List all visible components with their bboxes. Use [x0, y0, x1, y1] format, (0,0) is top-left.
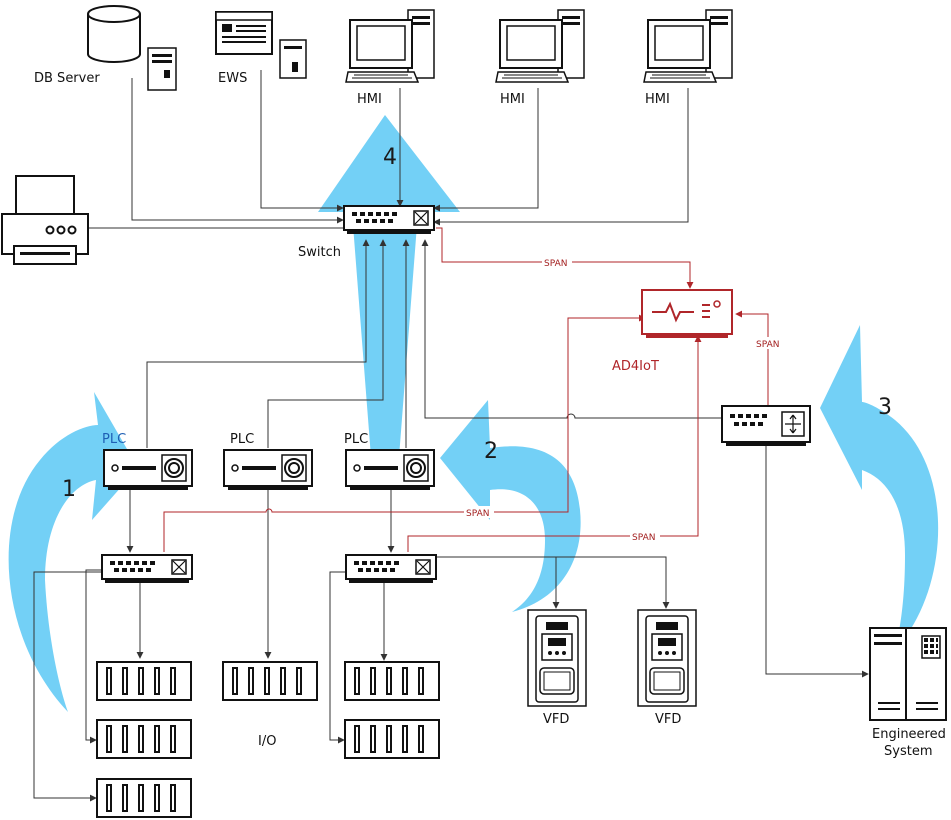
db-server-icon[interactable]	[87, 5, 177, 91]
io-rack-2[interactable]	[222, 661, 318, 701]
plc-2-label: PLC	[230, 432, 254, 447]
vfd-2-label: VFD	[655, 712, 681, 727]
plc-1-icon[interactable]	[103, 449, 193, 491]
io-label: I/O	[258, 734, 276, 749]
ad4iot-label: AD4IoT	[612, 359, 659, 374]
field-switch-2-icon[interactable]	[345, 554, 437, 584]
span-label-mid: SPAN	[466, 509, 489, 519]
span-label-top: SPAN	[544, 259, 567, 269]
io-rack-3b[interactable]	[344, 719, 440, 759]
plc-2-icon[interactable]	[223, 449, 313, 491]
flow-number-3: 3	[878, 395, 892, 420]
flow-arrow-4	[318, 115, 460, 470]
hmi-2-label: HMI	[500, 92, 525, 107]
ad4iot-sensor-icon[interactable]	[641, 289, 733, 338]
main-switch-icon[interactable]	[343, 205, 435, 235]
flow-number-4: 4	[383, 145, 397, 170]
hmi-1-label: HMI	[357, 92, 382, 107]
vfd-2-icon[interactable]	[637, 609, 697, 707]
ews-workstation-icon[interactable]	[215, 11, 307, 79]
ews-label: EWS	[218, 71, 247, 86]
field-switch-right-icon[interactable]	[721, 405, 811, 446]
vfd-1-icon[interactable]	[527, 609, 587, 707]
hmi-3-label: HMI	[645, 92, 670, 107]
io-rack-1c[interactable]	[96, 778, 192, 818]
hmi-3-icon[interactable]	[643, 9, 733, 83]
db-server-label: DB Server	[34, 71, 100, 86]
span-label-low: SPAN	[632, 533, 655, 543]
switch-label: Switch	[298, 245, 341, 260]
engineered-system-icon[interactable]	[869, 627, 947, 721]
hmi-1-icon[interactable]	[345, 9, 435, 83]
flow-number-1: 1	[62, 477, 76, 502]
io-rack-1a[interactable]	[96, 661, 192, 701]
io-rack-1b[interactable]	[96, 719, 192, 759]
field-switch-1-icon[interactable]	[101, 554, 193, 584]
io-rack-3a[interactable]	[344, 661, 440, 701]
flow-arrow-2	[440, 400, 581, 612]
plc-3-icon[interactable]	[345, 449, 435, 491]
printer-icon[interactable]	[1, 175, 89, 265]
engineered-system-label-line1: Engineered	[872, 727, 946, 742]
engineered-system-label-line2: System	[884, 744, 932, 759]
span-label-right: SPAN	[756, 340, 779, 350]
plc-1-label: PLC	[102, 432, 126, 447]
vfd-1-label: VFD	[543, 712, 569, 727]
flow-number-2: 2	[484, 439, 498, 464]
hmi-2-icon[interactable]	[495, 9, 585, 83]
flow-arrow-3	[820, 325, 939, 650]
plc-3-label: PLC	[344, 432, 368, 447]
